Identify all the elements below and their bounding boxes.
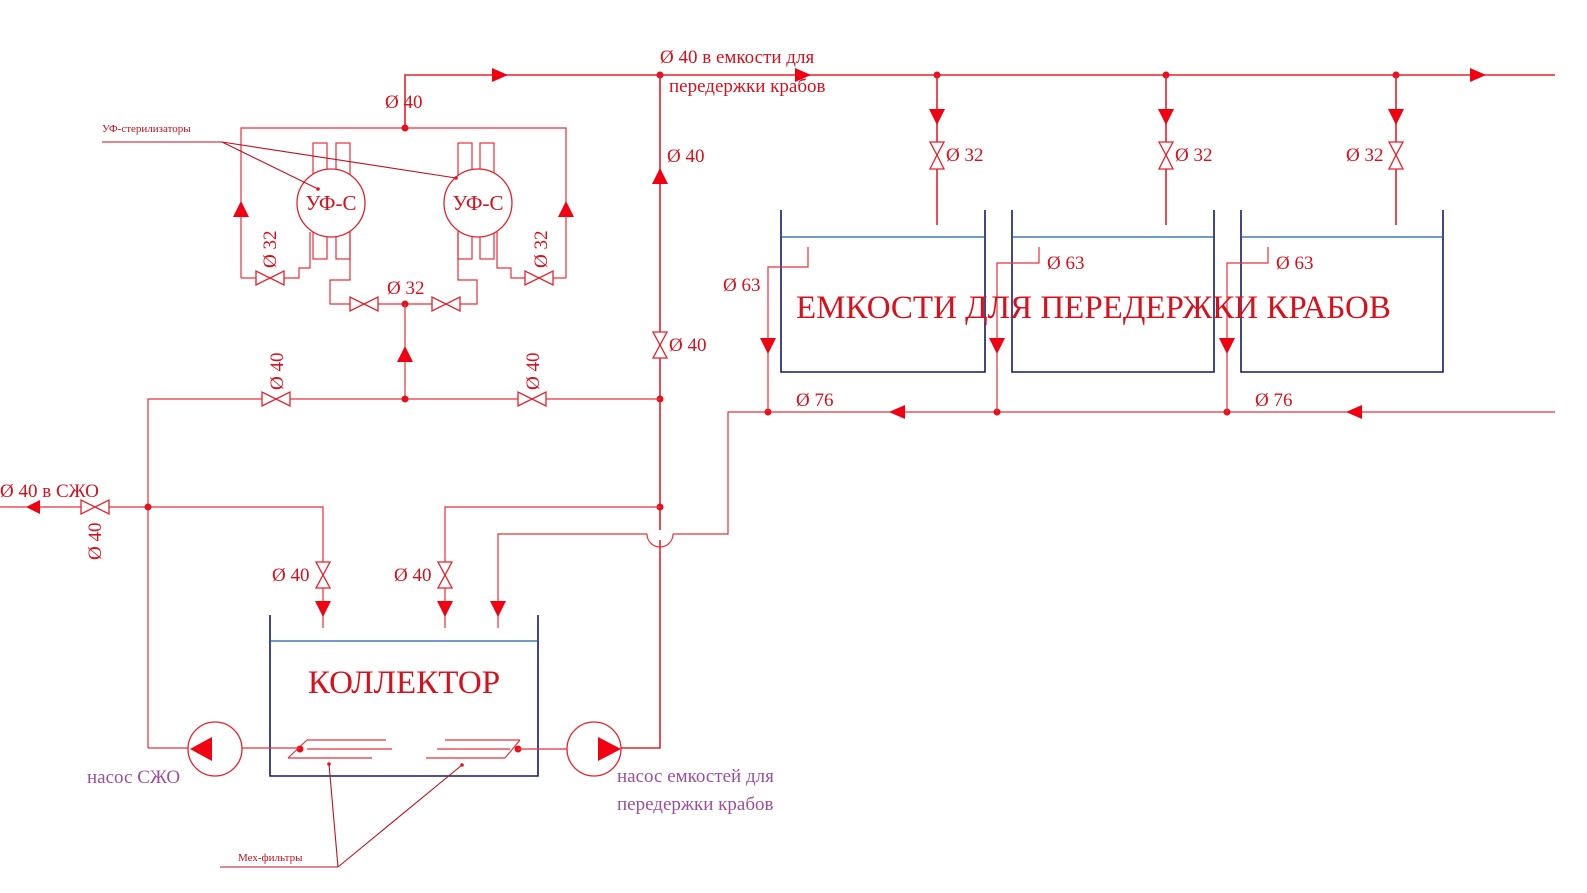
flow-arrow	[652, 168, 668, 184]
tank-inlet-valve-3-label: Ø 32	[1346, 145, 1383, 166]
tank-inlet-2	[1158, 75, 1174, 225]
uf-left-valve-label: Ø 32	[260, 231, 281, 268]
flow-arrow	[760, 338, 776, 354]
flow-arrow	[437, 601, 453, 617]
flow-arrow	[1388, 109, 1404, 125]
mech-filter-1	[287, 739, 392, 759]
uf-sterilizer-2-label: УФ-С	[453, 191, 504, 215]
bypass-left-valve[interactable]	[261, 390, 291, 408]
tank-overflow-2	[989, 247, 1040, 412]
uf-right-valve-label: Ø 32	[531, 231, 552, 268]
holding-tank-2[interactable]	[1011, 210, 1215, 373]
flow-arrow	[490, 601, 506, 617]
pump-tanks-label-2: передержки крабов	[617, 794, 773, 815]
junction-dot	[401, 124, 409, 132]
flow-arrow	[929, 109, 945, 125]
bypass-right-valve-label: Ø 40	[523, 353, 544, 390]
flow-arrow	[397, 346, 413, 362]
uf-right-valve[interactable]	[524, 269, 554, 287]
tank-overflow-3	[1219, 247, 1269, 412]
flow-arrow	[1346, 405, 1362, 419]
flow-arrow	[1158, 109, 1174, 125]
flow-arrow	[492, 68, 508, 82]
main-supply-label-2: передержки крабов	[669, 76, 825, 97]
flow-arrow	[558, 201, 574, 217]
return-pipe-label-1: Ø 76	[796, 390, 833, 411]
tank-inlet-1	[929, 75, 945, 225]
uf-bottom-valve-label: Ø 32	[387, 278, 424, 299]
tank-overflow-2-label: Ø 63	[1047, 253, 1084, 274]
tank-inlet-valve-2-label: Ø 32	[1175, 145, 1212, 166]
riser-valve[interactable]	[651, 331, 669, 359]
sjo-outlet-label: Ø 40 в СЖО	[0, 481, 99, 502]
tank-overflow-1-label: Ø 63	[723, 275, 760, 296]
main-riser-pipe	[620, 75, 668, 749]
pump-direction-icon	[190, 737, 212, 761]
mech-filter-callout-label: Мех-фильтры	[238, 852, 303, 864]
junction-dot	[144, 503, 152, 511]
flow-arrow	[795, 68, 811, 82]
collector-inlet-valve-2-label: Ø 40	[394, 565, 431, 586]
flow-arrow	[989, 338, 1005, 354]
collector-inlet-valve-2[interactable]	[436, 561, 454, 589]
pump-tanks[interactable]	[518, 721, 622, 777]
holding-tank-1[interactable]	[780, 210, 986, 373]
return-to-collector-pipe	[490, 405, 1555, 628]
main-supply-pipe	[404, 68, 1555, 128]
uf-sterilizer-1-label: УФ-С	[306, 191, 357, 215]
bypass-pipe	[147, 395, 660, 748]
tank-overflow-3-label: Ø 63	[1276, 253, 1313, 274]
uf-sterilizer-2[interactable]	[443, 142, 513, 260]
tank-inlet-valve-2[interactable]	[1157, 141, 1175, 170]
tank-inlet-valve-1-label: Ø 32	[946, 145, 983, 166]
riser-valve-label: Ø 40	[669, 335, 706, 356]
mech-filter-2	[426, 739, 522, 759]
collector-inlet-valve-1-label: Ø 40	[272, 565, 309, 586]
flow-arrow	[1470, 68, 1486, 82]
uf-loop-pipes	[233, 124, 574, 399]
flow-arrow	[315, 601, 331, 617]
uf-callout-label: УФ-стерилизаторы	[102, 123, 191, 135]
tank-overflow-1	[760, 247, 809, 412]
riser-collector-branch	[437, 506, 660, 628]
holding-tank-3[interactable]	[1240, 210, 1444, 373]
main-riser-label: Ø 40	[667, 146, 704, 167]
pump-sjo-label: насос СЖО	[87, 767, 180, 788]
collector-tank[interactable]	[269, 615, 539, 777]
collector-title: КОЛЛЕКТОР	[308, 665, 500, 701]
uf-bottom-left-valve[interactable]	[349, 295, 379, 313]
flow-arrow	[233, 201, 249, 217]
sjo-valve[interactable]	[80, 498, 110, 516]
flow-arrow	[889, 405, 905, 419]
uf-bottom-right-valve[interactable]	[431, 295, 461, 313]
flow-arrow	[26, 500, 40, 514]
sjo-valve-label: Ø 40	[85, 523, 106, 560]
bypass-right-valve[interactable]	[517, 390, 547, 408]
flow-arrow	[1219, 338, 1235, 354]
junction-dot	[401, 395, 409, 403]
uf-callout-leader	[102, 141, 458, 191]
pump-sjo[interactable]	[148, 721, 300, 777]
return-pipe-label-2: Ø 76	[1255, 390, 1292, 411]
main-supply-label-1: Ø 40 в емкости для	[660, 47, 814, 68]
sjo-pipe	[0, 500, 331, 628]
tank-inlet-3	[1388, 75, 1404, 225]
uf-top-pipe-label: Ø 40	[385, 92, 422, 113]
uf-sterilizer-1[interactable]	[296, 142, 366, 260]
holding-tanks-title: ЕМКОСТИ ДЛЯ ПЕРЕДЕРЖКИ КРАБОВ	[796, 290, 1391, 326]
tank-inlet-valve-1[interactable]	[928, 141, 946, 170]
pump-tanks-label-1: насос емкостей для	[617, 766, 774, 787]
uf-left-valve[interactable]	[255, 269, 285, 287]
tank-inlet-valve-3[interactable]	[1387, 141, 1405, 170]
mech-filter-callout-leader	[220, 762, 464, 868]
collector-inlet-valve-1[interactable]	[314, 561, 332, 589]
bypass-left-valve-label: Ø 40	[267, 353, 288, 390]
pump-direction-icon	[598, 737, 621, 761]
